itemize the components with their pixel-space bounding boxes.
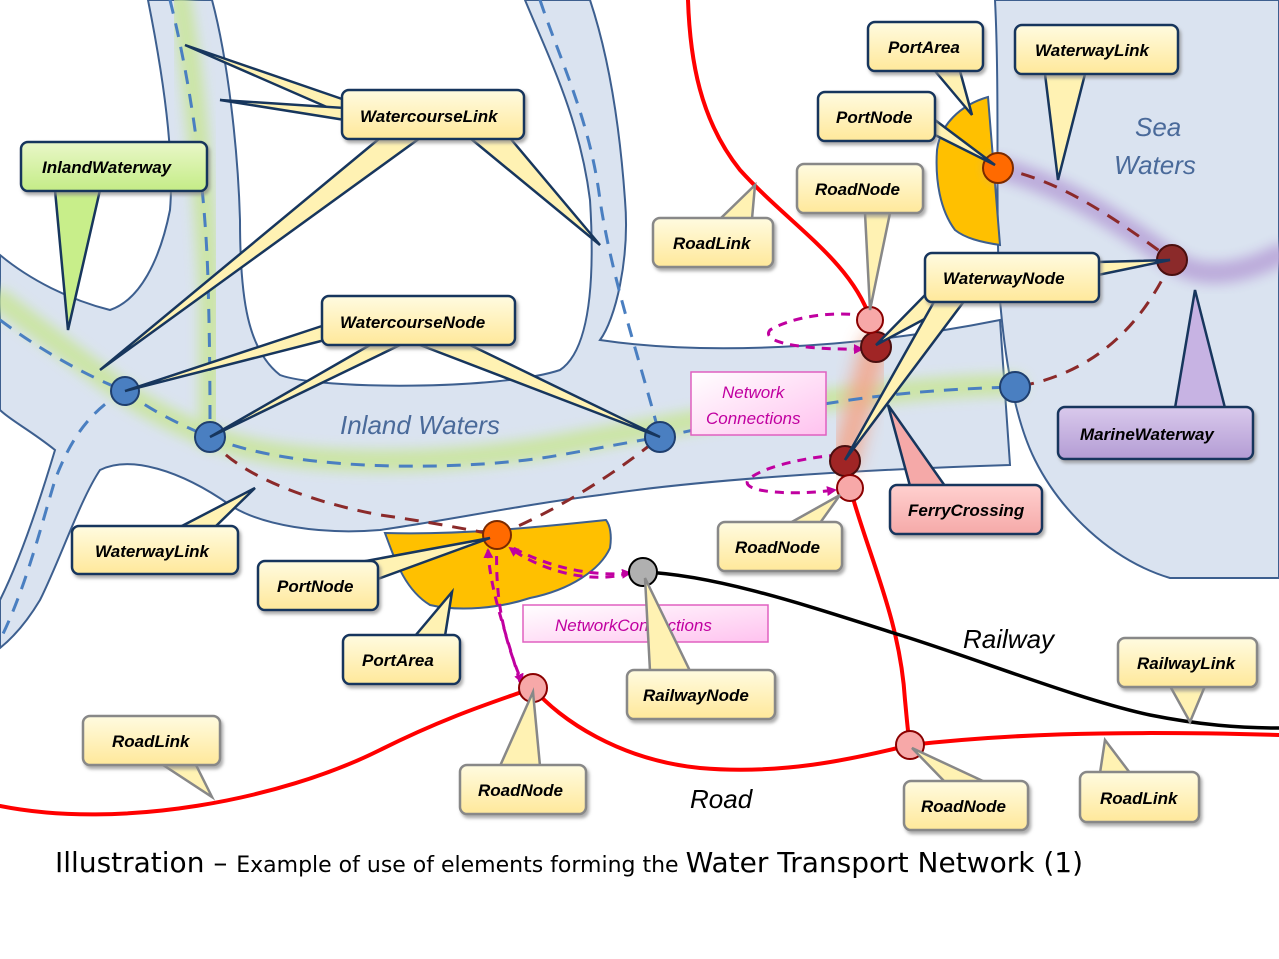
sea-waters-label-line2: Waters (1114, 150, 1196, 180)
railway-label: Railway (963, 624, 1056, 654)
callout-port-node-top: PortNode (816, 90, 996, 167)
railway-line (642, 570, 1279, 730)
callout-port-area-top: PortArea (866, 20, 985, 116)
callout-road-node-mid-text: RoadNode (735, 538, 820, 557)
callout-inland-waterway: InlandWaterway (19, 140, 209, 331)
callout-road-node-top: RoadNode (795, 162, 925, 311)
waterway-node-ferry-south (829, 445, 861, 477)
callout-watercourse-link: WatercourseLink (99, 43, 601, 372)
waterway-links (208, 166, 1174, 537)
network-connections-box-lower: NetworkConnections (522, 604, 769, 643)
callout-railway-node: RailwayNode (625, 577, 777, 721)
network-connections-box-upper: Network Connections (690, 371, 827, 436)
callout-railway-node-text: RailwayNode (643, 686, 749, 705)
network-connection-arrows (483, 312, 867, 684)
network-connections-upper-line1: Network (722, 383, 786, 402)
road-label: Road (690, 784, 754, 814)
callout-road-link-top: RoadLink (651, 181, 775, 269)
sea-waters-label-line1: Sea (1135, 112, 1181, 142)
callout-road-node-top-text: RoadNode (815, 180, 900, 199)
callout-road-node-bottom-right: RoadNode (902, 746, 1030, 832)
caption-suffix-large: Water Transport Network (1) (686, 846, 1083, 879)
inland-waters-area (0, 0, 1012, 650)
port-node-left (482, 520, 512, 550)
callout-road-node-mid: RoadNode (716, 493, 844, 573)
callout-road-link-right: RoadLink (1078, 736, 1201, 824)
callout-road-node-bottom: RoadNode (458, 687, 588, 816)
callout-road-link-right-text: RoadLink (1100, 789, 1179, 808)
callout-road-link-top-text: RoadLink (673, 234, 752, 253)
callout-waterway-node-text: WaterwayNode (943, 269, 1065, 288)
callout-port-area-top-text: PortArea (888, 38, 960, 57)
callout-waterway-node: WaterwayNode (843, 251, 1171, 461)
callout-road-node-bottom-text: RoadNode (478, 781, 563, 800)
callout-watercourse-node: WatercourseNode (124, 294, 661, 439)
road-node-top (856, 306, 884, 334)
callout-watercourse-link-text: WatercourseLink (360, 107, 499, 126)
railway-node (628, 557, 658, 587)
figure-caption: Illustration – Example of use of element… (55, 846, 1083, 879)
callout-waterway-link-left: WaterwayLink (70, 486, 256, 576)
callout-railway-link-text: RailwayLink (1137, 654, 1237, 673)
callout-port-node-top-text: PortNode (836, 108, 913, 127)
callout-waterway-link-top-text: WaterwayLink (1035, 41, 1151, 60)
callout-inland-waterway-text: InlandWaterway (42, 158, 173, 177)
callout-road-node-bottom-right-text: RoadNode (921, 797, 1006, 816)
roads (0, 0, 1279, 817)
callout-port-node-left: PortNode (256, 536, 491, 612)
callout-railway-link: RailwayLink (1116, 636, 1259, 725)
watercourse-node-4 (999, 371, 1031, 403)
callout-ferry-crossing-text: FerryCrossing (908, 501, 1025, 520)
callouts: WatercourseLink InlandWaterway Watercour… (19, 20, 1259, 832)
caption-prefix: Illustration – (55, 846, 236, 879)
port-node-top (982, 152, 1014, 184)
callout-road-link-left: RoadLink (81, 714, 222, 801)
road-node-mid (836, 474, 864, 502)
network-connections-upper-line2: Connections (706, 409, 801, 428)
callout-waterway-link-left-text: WaterwayLink (95, 542, 211, 561)
callout-marine-waterway: MarineWaterway (1056, 289, 1255, 461)
callout-watercourse-node-text: WatercourseNode (340, 313, 485, 332)
callout-port-node-left-text: PortNode (277, 577, 354, 596)
callout-road-link-left-text: RoadLink (112, 732, 191, 751)
callout-port-area-left: PortArea (341, 587, 462, 686)
callout-waterway-link-top: WaterwayLink (1013, 23, 1180, 181)
inland-waters-label: Inland Waters (340, 410, 500, 440)
network-connections-lower-text: NetworkConnections (555, 616, 712, 635)
caption-suffix-small: Example of use of elements forming the (236, 853, 685, 878)
callout-port-area-left-text: PortArea (362, 651, 434, 670)
callout-ferry-crossing: FerryCrossing (886, 404, 1044, 536)
callout-marine-waterway-text: MarineWaterway (1080, 425, 1215, 444)
